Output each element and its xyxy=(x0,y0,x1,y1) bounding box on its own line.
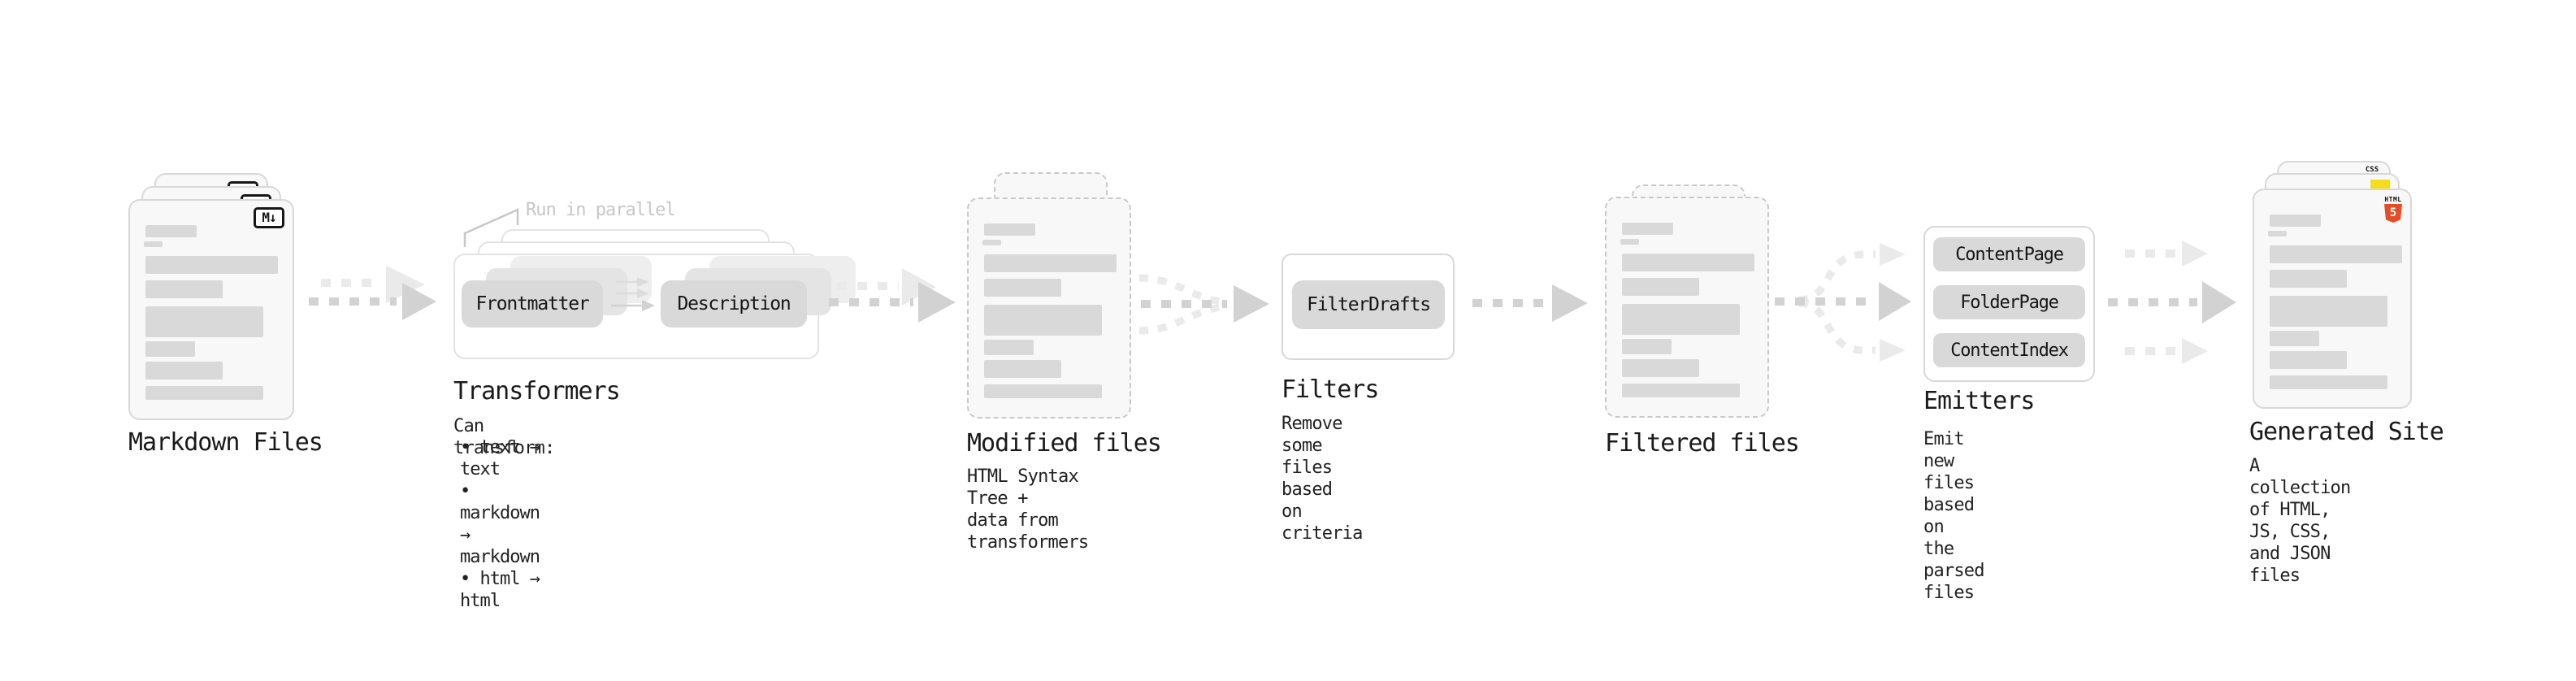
modified-files-title: Modified files xyxy=(967,429,1162,458)
doc-text-bar xyxy=(1622,278,1699,296)
doc-text-bar xyxy=(1622,223,1673,235)
arrow-head xyxy=(2182,241,2208,267)
markdown-file-card-front: M↓ xyxy=(128,199,294,420)
emitter-pill: ContentPage xyxy=(1933,237,2085,271)
doc-text-bar xyxy=(984,254,1117,272)
arrow-head xyxy=(2202,281,2236,323)
doc-text-bar xyxy=(145,306,263,337)
transformers-title: Transformers xyxy=(453,377,621,406)
modified-files-subtitle: HTML Syntax Tree + data from transformer… xyxy=(967,466,1089,553)
arrow-head xyxy=(902,268,936,306)
curve-dash-line xyxy=(1138,302,1226,335)
transformers-bullet-list: • text → text• markdown → markdown• html… xyxy=(460,436,540,612)
emitter-pill: FolderPage xyxy=(1933,285,2085,319)
html5-icon-label: HTML xyxy=(2384,196,2402,203)
arrow-filtered-to-emitters-diverging xyxy=(1775,243,1911,362)
doc-text-bar xyxy=(2268,231,2287,236)
emitters-subtitle: Emit new files based on the parsed files xyxy=(1923,429,1984,603)
doc-text-bar xyxy=(1622,384,1740,397)
arrow-head xyxy=(402,283,436,320)
markdown-icon: M↓ xyxy=(254,207,284,228)
doc-text-bar xyxy=(2270,375,2387,389)
emitters-title: Emitters xyxy=(1923,387,2035,415)
arrow-head xyxy=(1879,282,1911,321)
description-pill: Description xyxy=(661,280,807,327)
transformers-subtitle: Can transform: xyxy=(453,416,555,458)
filters-title: Filters xyxy=(1281,375,1379,404)
emitter-pill: ContentIndex xyxy=(1933,333,2085,367)
doc-text-bar xyxy=(145,280,223,298)
arrow-head xyxy=(2182,338,2208,364)
doc-text-bar xyxy=(145,256,278,274)
doc-text-bar xyxy=(2270,296,2387,327)
curve-dash-line xyxy=(1798,250,1876,304)
html5-icon: HTML 5 xyxy=(2383,196,2403,223)
generated-site-title: Generated Site xyxy=(2249,418,2444,446)
arrow-head xyxy=(386,266,425,303)
doc-text-bar xyxy=(1620,239,1639,245)
filterdrafts-pill: FilterDrafts xyxy=(1292,280,1445,329)
doc-text-bar xyxy=(2270,270,2347,288)
doc-text-bar xyxy=(984,305,1102,336)
arrow-head xyxy=(1880,243,1906,266)
filters-subtitle: Remove some files based on criteria xyxy=(1281,414,1363,544)
transform-bullet: • markdown → markdown xyxy=(460,481,540,567)
arrow-modified-to-filters-converging xyxy=(1138,274,1269,335)
filtered-files-title: Filtered files xyxy=(1605,429,1800,458)
arrow-emitters-to-site xyxy=(2108,241,2236,364)
doc-text-bar xyxy=(982,240,1001,245)
doc-text-bar xyxy=(2270,245,2402,263)
arrow-head xyxy=(1880,339,1906,362)
curve-dash-line xyxy=(1138,274,1226,306)
transform-bullet: • text → text xyxy=(460,437,540,479)
doc-text-bar xyxy=(984,384,1102,398)
doc-text-bar xyxy=(145,362,223,380)
doc-text-bar xyxy=(2270,351,2347,369)
arrow-head xyxy=(1552,284,1588,322)
arrow-markdown-to-transformers xyxy=(309,266,436,320)
modified-file-card-front xyxy=(967,197,1131,419)
doc-text-bar xyxy=(984,279,1061,297)
css-icon-label: CSS xyxy=(2365,166,2379,174)
doc-text-bar xyxy=(1622,359,1699,377)
doc-text-bar xyxy=(2270,215,2321,227)
doc-text-bar xyxy=(145,386,263,400)
doc-text-bar xyxy=(984,340,1034,355)
doc-text-bar xyxy=(144,241,163,247)
generated-site-subtitle: A collection of HTML, JS, CSS, and JSON … xyxy=(2249,456,2351,586)
doc-text-bar xyxy=(145,341,195,357)
curve-dash-line xyxy=(1798,299,1876,354)
doc-text-bar xyxy=(1622,304,1740,335)
arrow-head xyxy=(1234,285,1269,323)
doc-text-bar xyxy=(984,360,1061,378)
arrow-head xyxy=(918,282,956,323)
html5-icon-shield: 5 xyxy=(2384,204,2402,223)
doc-text-bar xyxy=(1622,339,1672,354)
run-in-parallel-callout: Run in parallel xyxy=(526,200,676,220)
frontmatter-pill: Frontmatter xyxy=(462,280,603,327)
doc-text-bar xyxy=(145,225,197,237)
transform-bullet: • html → html xyxy=(460,569,540,611)
filtered-file-card-front xyxy=(1605,197,1769,418)
doc-text-bar xyxy=(2270,331,2319,346)
markdown-files-title: Markdown Files xyxy=(128,428,323,457)
doc-text-bar xyxy=(984,223,1035,236)
site-file-card-html: HTML 5 xyxy=(2253,189,2412,409)
doc-text-bar xyxy=(1622,254,1754,271)
arrow-filters-to-filtered xyxy=(1472,284,1588,322)
